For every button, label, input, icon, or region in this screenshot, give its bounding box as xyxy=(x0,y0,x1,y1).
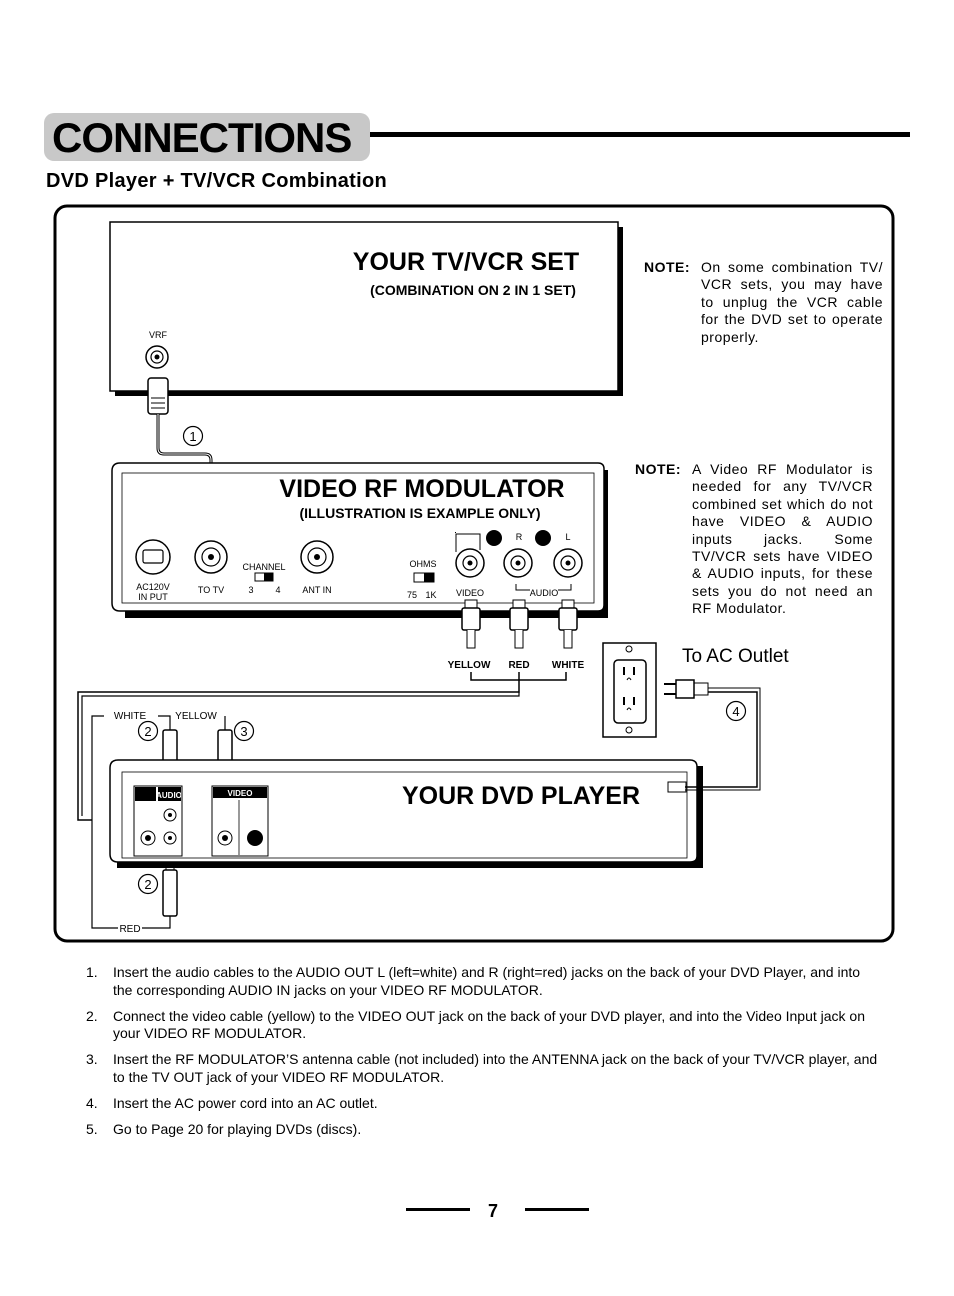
tv-vcr-set: YOUR TV/VCR SET (COMBINATION ON 2 IN 1 S… xyxy=(109,221,623,396)
dvd-video-label: VIDEO xyxy=(228,789,253,798)
list-item: 4. Insert the AC power cord into an AC ou… xyxy=(82,1095,878,1113)
svg-text:ANT IN: ANT IN xyxy=(302,585,331,595)
svg-text:AUDIO: AUDIO xyxy=(530,588,559,598)
note-tv-vcr: NOTE: On some combination TV/ VCR sets, … xyxy=(644,259,884,349)
step-text: Connect the video cable (yellow) to the … xyxy=(113,1007,866,1042)
cable-white-label: WHITE xyxy=(114,711,147,722)
step-3-marker: 3 xyxy=(233,720,255,742)
note-text: A Video RF Modulator is needed for any T… xyxy=(692,461,873,617)
svg-text:4: 4 xyxy=(732,704,739,719)
tv-subtitle: (COMBINATION ON 2 IN 1 SET) xyxy=(370,282,576,298)
svg-text:OHMS: OHMS xyxy=(410,559,437,569)
diagram-frame xyxy=(53,204,895,943)
svg-text:2: 2 xyxy=(144,724,151,739)
plug-white-label: WHITE xyxy=(552,660,585,671)
svg-text:1K: 1K xyxy=(425,590,436,600)
list-item: 2. Connect the video cable (yellow) to th… xyxy=(82,1008,878,1043)
svg-text:AC120V: AC120V xyxy=(136,582,170,592)
list-item: 3. Insert the RF MODULATOR’S antenna cabl… xyxy=(82,1051,878,1086)
svg-text:L: L xyxy=(565,532,570,542)
title-rule xyxy=(370,132,910,137)
step-2-marker-bottom: 2 xyxy=(137,873,159,895)
note-text: On some combination TV/ VCR sets, you ma… xyxy=(701,259,883,345)
rca-plugs: YELLOW RED WHITE xyxy=(448,599,585,688)
note-label: NOTE: xyxy=(644,259,691,275)
note-label: NOTE: xyxy=(635,461,682,477)
ac-plug xyxy=(664,679,709,699)
svg-text:75: 75 xyxy=(407,590,417,600)
step-text: Insert the audio cables to the AUDIO OUT… xyxy=(113,964,861,998)
page-number-rule-right xyxy=(525,1208,589,1211)
step-text: Go to Page 20 for playing DVDs (discs). xyxy=(113,1120,362,1137)
plug-red-label: RED xyxy=(508,660,529,671)
instruction-list: 1. Insert the audio cables to the AUDIO O… xyxy=(82,964,878,1147)
svg-text:CHANNEL: CHANNEL xyxy=(242,562,285,572)
step-number: 3. xyxy=(86,1051,98,1067)
step-text: Insert the RF MODULATOR’S antenna cable … xyxy=(113,1051,878,1085)
page-number-rule-left xyxy=(406,1208,470,1211)
step-1-marker: 1 xyxy=(182,425,204,447)
svg-text:4: 4 xyxy=(275,585,280,595)
page-title: CONNECTIONS xyxy=(52,114,352,161)
page-number: 7 xyxy=(488,1201,499,1221)
svg-text:TO TV: TO TV xyxy=(198,585,224,595)
svg-text:1: 1 xyxy=(189,429,196,444)
ac-outlet-label: To AC Outlet xyxy=(682,646,789,667)
dvd-title: YOUR DVD PLAYER xyxy=(402,782,640,810)
vrf-label: VRF xyxy=(149,330,168,340)
tv-title: YOUR TV/VCR SET xyxy=(353,248,579,276)
step-number: 2. xyxy=(86,1007,98,1024)
modulator-title: VIDEO RF MODULATOR xyxy=(279,475,564,503)
cable-red-label: RED xyxy=(119,924,140,935)
cable-yellow-label: YELLOW xyxy=(175,711,217,722)
step-2-marker-top: 2 xyxy=(137,720,159,742)
list-item: 5. Go to Page 20 for playing DVDs (discs)… xyxy=(82,1121,878,1139)
svg-text:VIDEO: VIDEO xyxy=(456,588,484,598)
r-aux-jack xyxy=(486,530,502,546)
step-number: 5. xyxy=(86,1120,98,1137)
section-subtitle: DVD Player + TV/VCR Combination xyxy=(46,170,388,192)
step-4-marker: 4 xyxy=(725,700,747,722)
wall-outlet xyxy=(602,642,657,738)
svg-text:IN PUT: IN PUT xyxy=(138,592,168,602)
step-number: 4. xyxy=(86,1094,98,1111)
title-background xyxy=(44,113,370,161)
svg-text:3: 3 xyxy=(248,585,253,595)
modulator-subtitle: (ILLUSTRATION IS EXAMPLE ONLY) xyxy=(299,505,540,521)
step-number: 1. xyxy=(86,964,98,980)
note-rf-modulator: NOTE: A Video RF Modulator is needed for… xyxy=(635,461,875,621)
plug-yellow-label: YELLOW xyxy=(448,660,491,671)
list-item: 1. Insert the audio cables to the AUDIO O… xyxy=(82,964,878,999)
svg-text:R: R xyxy=(516,532,523,542)
connection-diagram: YOUR TV/VCR SET (COMBINATION ON 2 IN 1 S… xyxy=(53,204,895,943)
svg-text:3: 3 xyxy=(240,724,247,739)
l-aux-jack xyxy=(535,530,551,546)
dvd-player: YOUR DVD PLAYER AUDIO VIDEO xyxy=(109,759,703,868)
dvd-audio-label: AUDIO xyxy=(156,791,182,800)
svg-text:2: 2 xyxy=(144,877,151,892)
rf-modulator: VIDEO RF MODULATOR (ILLUSTRATION IS EXAM… xyxy=(111,462,608,618)
step-text: Insert the AC power cord into an AC outl… xyxy=(113,1094,378,1111)
